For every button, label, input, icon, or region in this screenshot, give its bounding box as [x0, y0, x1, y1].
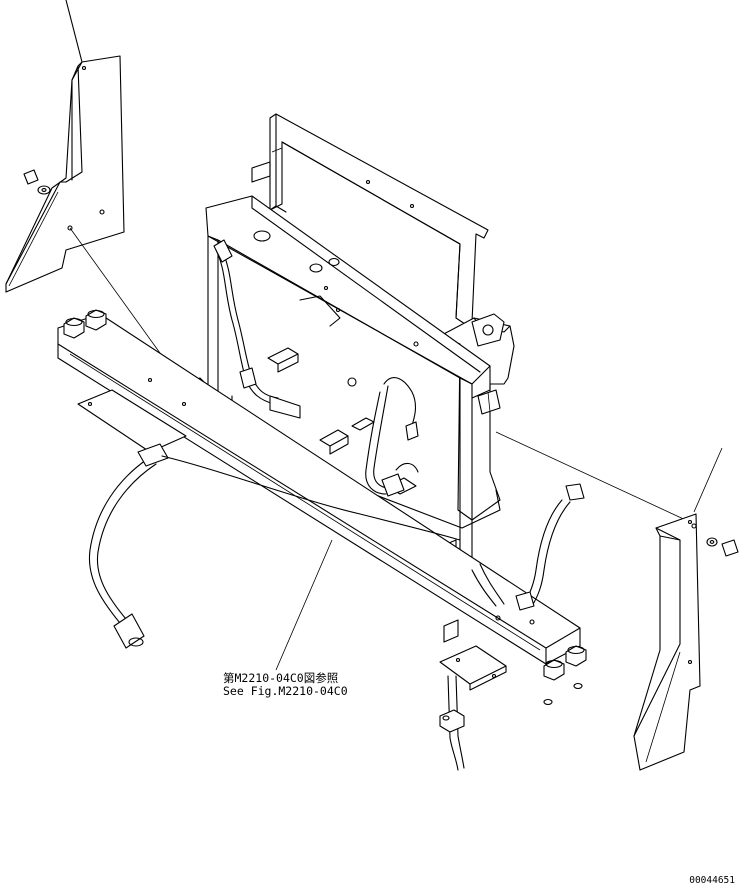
center-cable	[439, 675, 465, 771]
mounting-plates	[77, 389, 507, 691]
drawing-number: 00044651	[689, 875, 735, 886]
left-bolt-washer	[23, 169, 51, 195]
left-side-cover	[5, 0, 125, 293]
beam-bolts	[63, 309, 587, 706]
callout-reference-jp: 第M2210-04C0図参照	[223, 671, 339, 685]
front-panel-frame	[205, 195, 501, 595]
callout-reference-en: See Fig.M2210-04C0	[223, 684, 348, 698]
rear-bracket	[439, 313, 515, 521]
right-cable	[471, 483, 585, 611]
right-bolt-washer	[706, 537, 739, 557]
frame-harness	[213, 239, 419, 497]
left-cable	[88, 443, 461, 649]
right-side-cover	[633, 447, 723, 771]
